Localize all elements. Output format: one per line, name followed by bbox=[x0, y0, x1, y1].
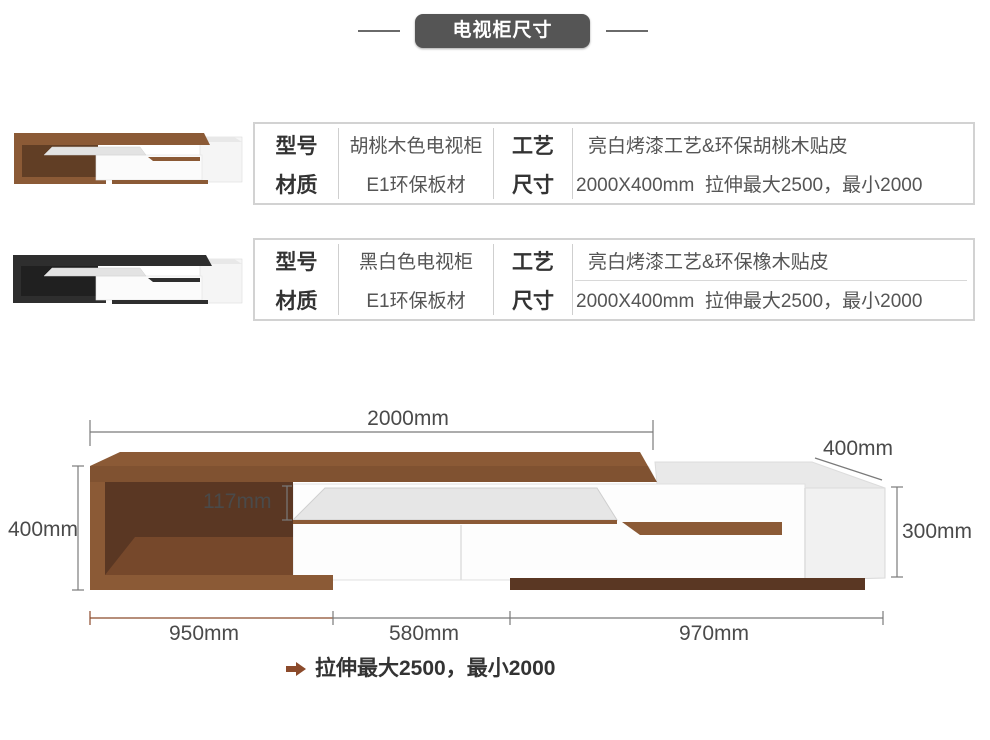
thumb-bottom-board bbox=[14, 177, 106, 184]
height-left-label: 400mm bbox=[8, 518, 78, 541]
header-divider-left bbox=[358, 30, 400, 32]
material-label: 材质 bbox=[275, 290, 318, 313]
craft-value: 亮白烤漆工艺&环保胡桃木贴皮 bbox=[588, 136, 848, 157]
material-value: E1环保板材 bbox=[366, 175, 466, 196]
size-label: 尺寸 bbox=[512, 290, 554, 313]
thumb-side-box bbox=[199, 258, 243, 304]
extension-note-text: 拉伸最大2500，最小2000 bbox=[315, 657, 556, 680]
section-title-badge: 电视柜尺寸 bbox=[415, 14, 590, 48]
size-value: 2000X400mm 拉伸最大2500，最小2000 bbox=[576, 175, 923, 196]
material-value: E1环保板材 bbox=[366, 291, 466, 312]
right-base bbox=[510, 578, 865, 590]
column-divider bbox=[338, 244, 339, 315]
thumb-base bbox=[112, 180, 208, 184]
depth-label: 400mm bbox=[823, 437, 893, 460]
row-divider bbox=[575, 280, 967, 281]
dimension-drawer-gap: 117mm bbox=[203, 485, 292, 521]
thumb-left-panel bbox=[13, 266, 21, 303]
dimension-diagram: 2000mm 400mm 117mm 400mm 300mm 950mm 580… bbox=[8, 407, 972, 645]
thumb-base bbox=[112, 300, 208, 304]
extension-note: 拉伸最大2500，最小2000 bbox=[286, 655, 586, 683]
spec-table-walnut: 型号 胡桃木色电视柜 工艺 亮白烤漆工艺&环保胡桃木贴皮 材质 E1环保板材 尺… bbox=[253, 122, 975, 205]
segment-label-left: 950mm bbox=[169, 622, 239, 645]
size-label: 尺寸 bbox=[512, 174, 554, 197]
dimension-height-left: 400mm bbox=[8, 465, 84, 591]
arrow-shape bbox=[286, 662, 306, 676]
walnut-cabinet-thumbnail bbox=[14, 133, 243, 184]
dimension-depth: 400mm bbox=[814, 437, 893, 481]
column-divider bbox=[338, 128, 339, 199]
right-box-side-face bbox=[804, 487, 886, 581]
thumb-pullout-top bbox=[43, 267, 147, 277]
thumb-drawer-slot bbox=[148, 157, 200, 161]
walnut-bottom-board bbox=[90, 575, 333, 590]
column-divider bbox=[572, 128, 573, 199]
craft-value: 亮白烤漆工艺&环保橡木贴皮 bbox=[588, 252, 829, 273]
section-title: 电视柜尺寸 bbox=[452, 20, 553, 41]
dimension-segments: 950mm 580mm 970mm bbox=[89, 611, 884, 645]
thumb-bottom-board bbox=[13, 296, 106, 303]
thumb-top-slab bbox=[13, 255, 212, 266]
model-value: 黑白色电视柜 bbox=[358, 252, 473, 273]
walnut-top-slab bbox=[90, 452, 657, 482]
column-divider bbox=[572, 244, 573, 315]
model-label: 型号 bbox=[275, 251, 318, 274]
thumb-side-box-top bbox=[198, 137, 242, 142]
spec-table-black-white: 型号 黑白色电视柜 工艺 亮白烤漆工艺&环保橡木贴皮 材质 E1环保板材 尺寸 … bbox=[253, 238, 975, 321]
material-label: 材质 bbox=[275, 174, 318, 197]
dimension-height-right: 300mm bbox=[891, 486, 972, 578]
segment-label-middle: 580mm bbox=[389, 622, 459, 645]
column-divider bbox=[493, 244, 494, 315]
length-label: 2000mm bbox=[367, 407, 449, 430]
pullout-top-surface bbox=[291, 487, 618, 521]
model-label: 型号 bbox=[275, 135, 318, 158]
thumb-drawer-slot bbox=[148, 278, 200, 282]
walnut-slab-front-shade bbox=[90, 466, 657, 482]
header-divider-right bbox=[606, 30, 648, 32]
craft-label: 工艺 bbox=[512, 251, 554, 274]
open-shelf-floor bbox=[105, 537, 293, 575]
cabinet-drawing bbox=[90, 452, 886, 590]
drawer-gap-label: 117mm bbox=[203, 490, 271, 513]
dimension-line bbox=[814, 457, 883, 481]
thumb-drawer-front bbox=[95, 275, 203, 301]
dimension-length: 2000mm bbox=[89, 407, 654, 450]
pullout-trim bbox=[293, 520, 617, 524]
craft-label: 工艺 bbox=[512, 135, 554, 158]
thumb-top-slab bbox=[14, 133, 210, 145]
thumb-left-panel bbox=[14, 145, 22, 184]
height-right-label: 300mm bbox=[902, 520, 972, 543]
drawer-slot bbox=[622, 522, 782, 535]
segment-label-right: 970mm bbox=[679, 622, 749, 645]
black-white-cabinet-thumbnail bbox=[13, 255, 243, 304]
thumb-pullout-top bbox=[43, 146, 147, 156]
walnut-left-panel bbox=[90, 482, 105, 590]
size-value: 2000X400mm 拉伸最大2500，最小2000 bbox=[576, 291, 923, 312]
column-divider bbox=[493, 128, 494, 199]
right-box-top-surface bbox=[654, 461, 886, 489]
model-value: 胡桃木色电视柜 bbox=[349, 136, 483, 157]
arrow-right-icon bbox=[286, 662, 306, 676]
